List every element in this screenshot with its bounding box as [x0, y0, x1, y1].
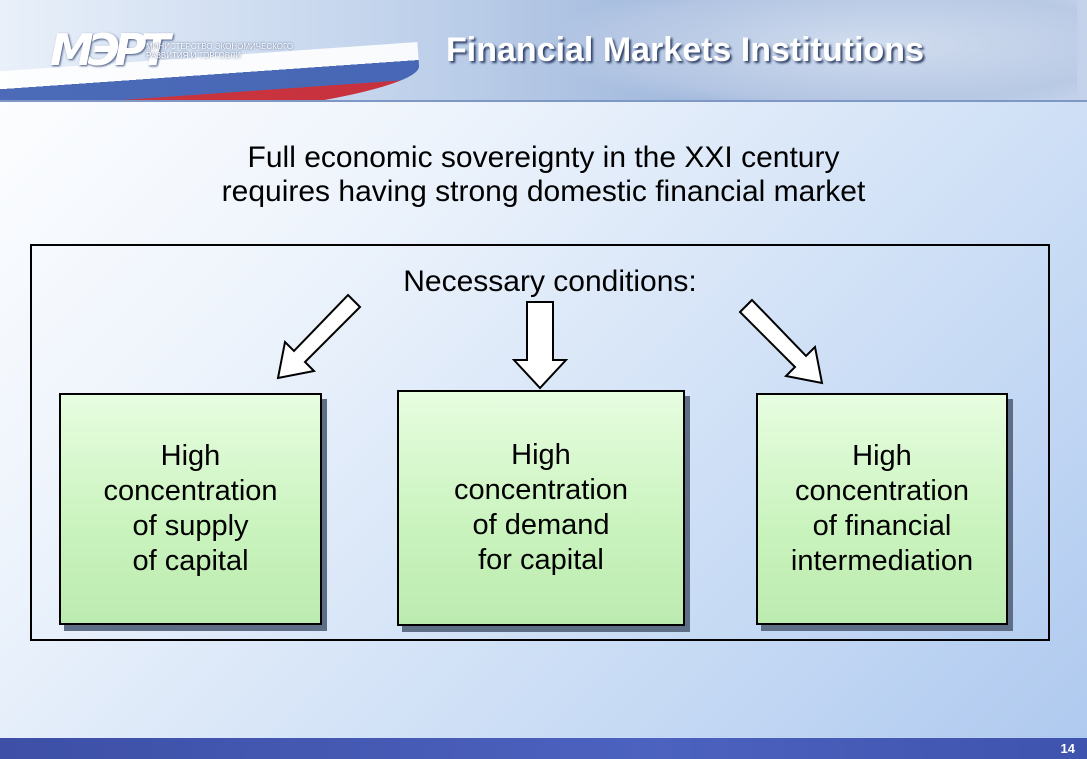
condition-box-intermediation: High concentration of financial intermed… — [756, 393, 1008, 625]
necessary-conditions-label: Necessary conditions: — [403, 265, 697, 298]
slide-subtitle: Full economic sovereignty in the XXI cen… — [150, 141, 937, 209]
slide-title: Financial Markets Institutions — [446, 31, 924, 69]
logo-text: МИНИСТЕРСТВО ЭКОНОМИЧЕСКОГО РАЗВИТИЯ И Т… — [146, 42, 294, 60]
page-number: 14 — [1060, 741, 1075, 756]
ministry-logo: МЭРТ МИНИСТЕРСТВО ЭКОНОМИЧЕСКОГО РАЗВИТИ… — [50, 20, 295, 90]
subtitle-text: Full economic sovereignty in the XXI cen… — [221, 141, 866, 208]
condition-box-text: High concentration of financial intermed… — [790, 440, 974, 577]
slide-footer: 14 — [0, 738, 1087, 759]
slide-header: МЭРТ МИНИСТЕРСТВО ЭКОНОМИЧЕСКОГО РАЗВИТИ… — [0, 0, 1087, 102]
conditions-frame — [30, 244, 1050, 641]
arrow-down-right-icon — [738, 298, 824, 385]
condition-box-demand: High concentration of demand for capital — [397, 390, 685, 626]
condition-box-text: High concentration of supply of capital — [103, 440, 278, 577]
map-background — [557, 0, 1077, 100]
logo-mark: МЭРТ — [50, 25, 170, 76]
arrow-down-icon — [511, 301, 569, 390]
condition-box-text: High concentration of demand for capital — [453, 439, 629, 576]
arrow-down-left-icon — [276, 293, 362, 380]
condition-box-supply: High concentration of supply of capital — [59, 393, 322, 625]
